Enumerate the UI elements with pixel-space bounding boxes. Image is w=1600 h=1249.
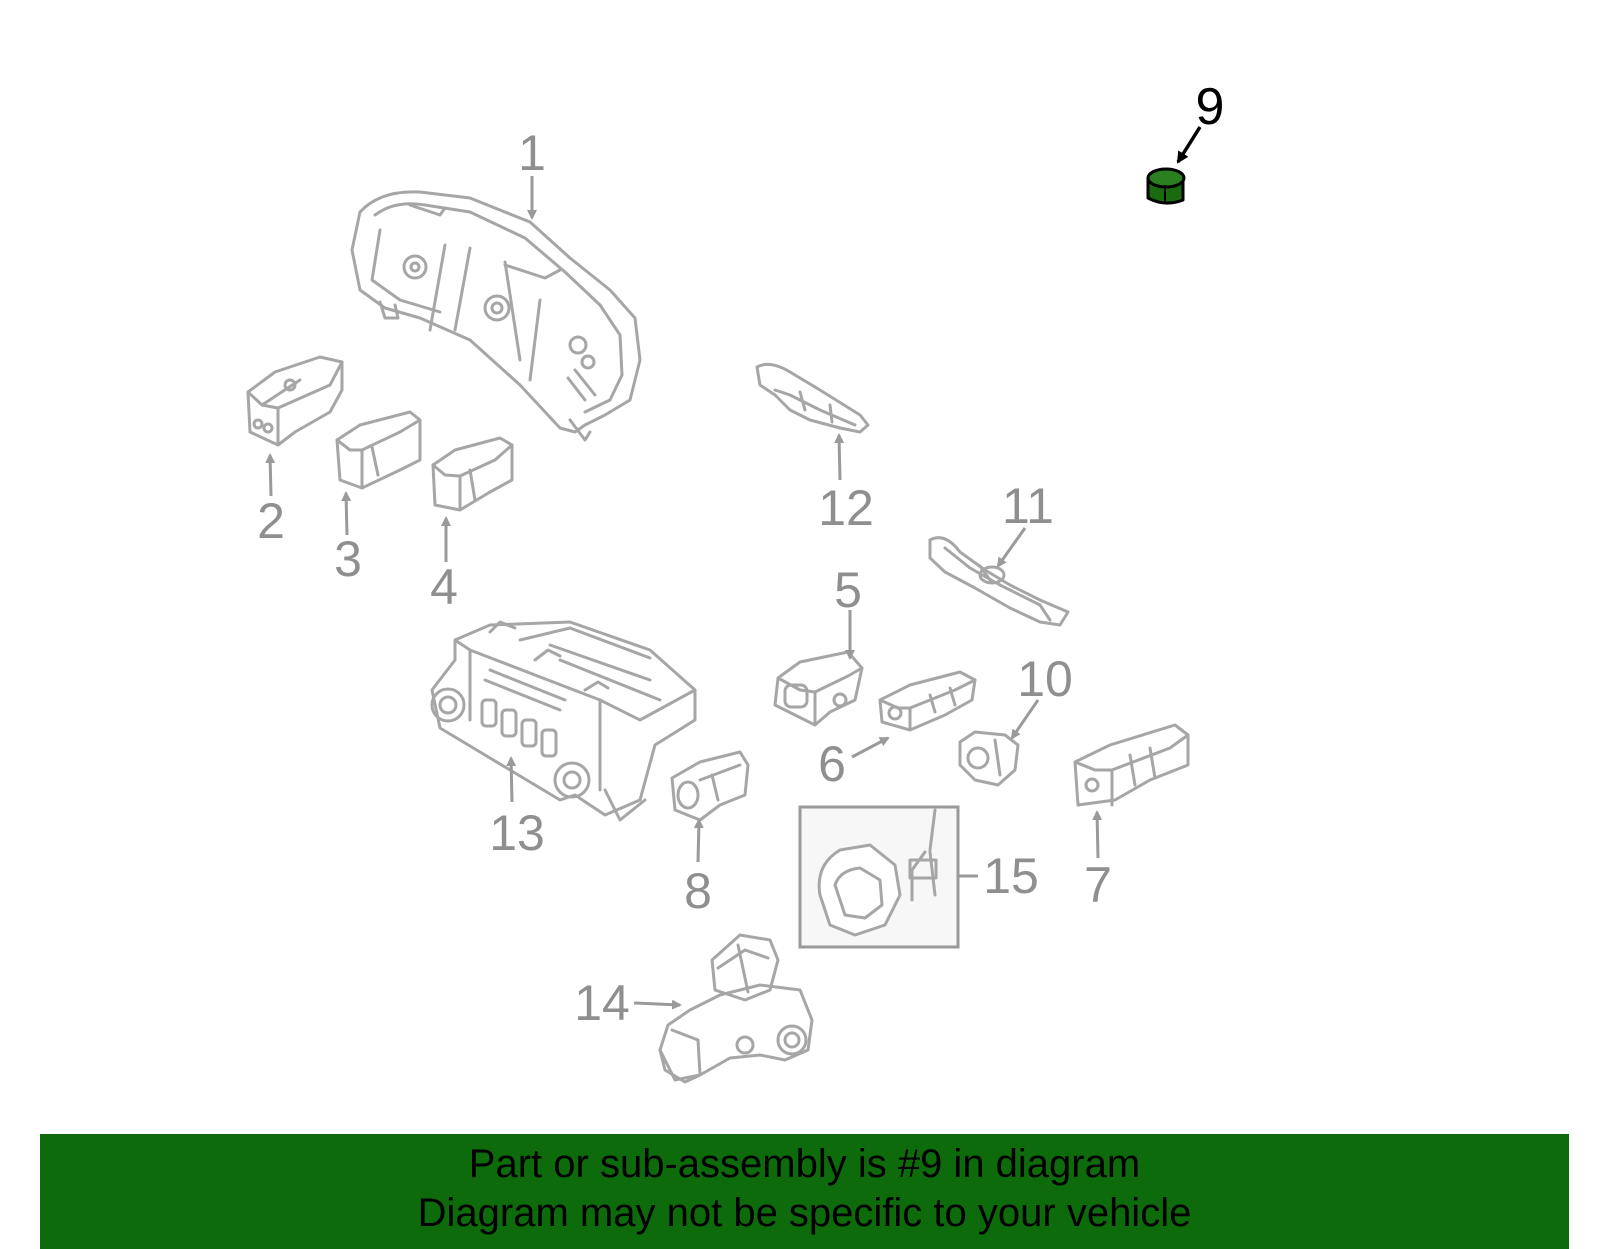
callout-11[interactable]: 11 xyxy=(1002,478,1054,534)
banner-line-2: Diagram may not be specific to your vehi… xyxy=(417,1191,1192,1235)
part-7-switch[interactable] xyxy=(1073,723,1190,807)
callout-3[interactable]: 3 xyxy=(334,531,362,587)
part-4-switch[interactable] xyxy=(431,436,514,512)
callout-line-13 xyxy=(506,756,517,803)
callout-line-8 xyxy=(693,818,704,863)
callout-line-2 xyxy=(265,453,276,497)
callout-15[interactable]: 15 xyxy=(983,848,1039,904)
callout-numbers: 1 2 3 4 5 6 7 8 9 10 11 12 13 14 15 xyxy=(257,78,1224,1031)
part-10-switch[interactable] xyxy=(958,730,1020,787)
info-banner: Part or sub-assembly is #9 in diagram Di… xyxy=(40,1134,1569,1249)
part-14-ignition-lock[interactable] xyxy=(658,933,814,1084)
callout-line-12 xyxy=(834,433,845,481)
callout-line-7 xyxy=(1092,810,1103,859)
part-6-switch[interactable] xyxy=(878,670,977,732)
part-2-switch[interactable] xyxy=(246,355,344,447)
callout-7[interactable]: 7 xyxy=(1084,857,1112,913)
callout-6[interactable]: 6 xyxy=(818,736,846,792)
part-9-cap-highlighted[interactable] xyxy=(1146,167,1186,205)
callout-lines xyxy=(265,126,1202,1010)
callout-4[interactable]: 4 xyxy=(430,559,458,615)
part-15-subassembly[interactable] xyxy=(798,805,960,949)
part-11-trim[interactable] xyxy=(928,536,1070,627)
callout-2[interactable]: 2 xyxy=(257,493,285,549)
callout-line-3 xyxy=(341,491,352,536)
callout-1[interactable]: 1 xyxy=(518,125,546,181)
callout-line-9 xyxy=(1176,126,1202,164)
part-1-instrument-cluster[interactable] xyxy=(350,190,642,442)
callout-13[interactable]: 13 xyxy=(489,805,545,861)
callout-line-6 xyxy=(851,736,890,759)
part-12-trim[interactable] xyxy=(755,362,870,434)
callout-12[interactable]: 12 xyxy=(818,480,874,536)
callout-8[interactable]: 8 xyxy=(684,863,712,919)
part-5-switch[interactable] xyxy=(773,650,864,727)
callout-14[interactable]: 14 xyxy=(574,975,630,1031)
callout-5[interactable]: 5 xyxy=(834,562,862,618)
callout-line-11 xyxy=(996,527,1027,568)
callout-line-14 xyxy=(633,999,682,1010)
part-3-switch[interactable] xyxy=(335,410,422,490)
banner-line-1: Part or sub-assembly is #9 in diagram xyxy=(468,1142,1141,1186)
callout-line-10 xyxy=(1010,699,1040,740)
callout-9[interactable]: 9 xyxy=(1196,78,1225,136)
callout-10[interactable]: 10 xyxy=(1017,651,1073,707)
part-8-switch[interactable] xyxy=(670,750,750,822)
part-13-hvac-control[interactable] xyxy=(430,620,697,822)
